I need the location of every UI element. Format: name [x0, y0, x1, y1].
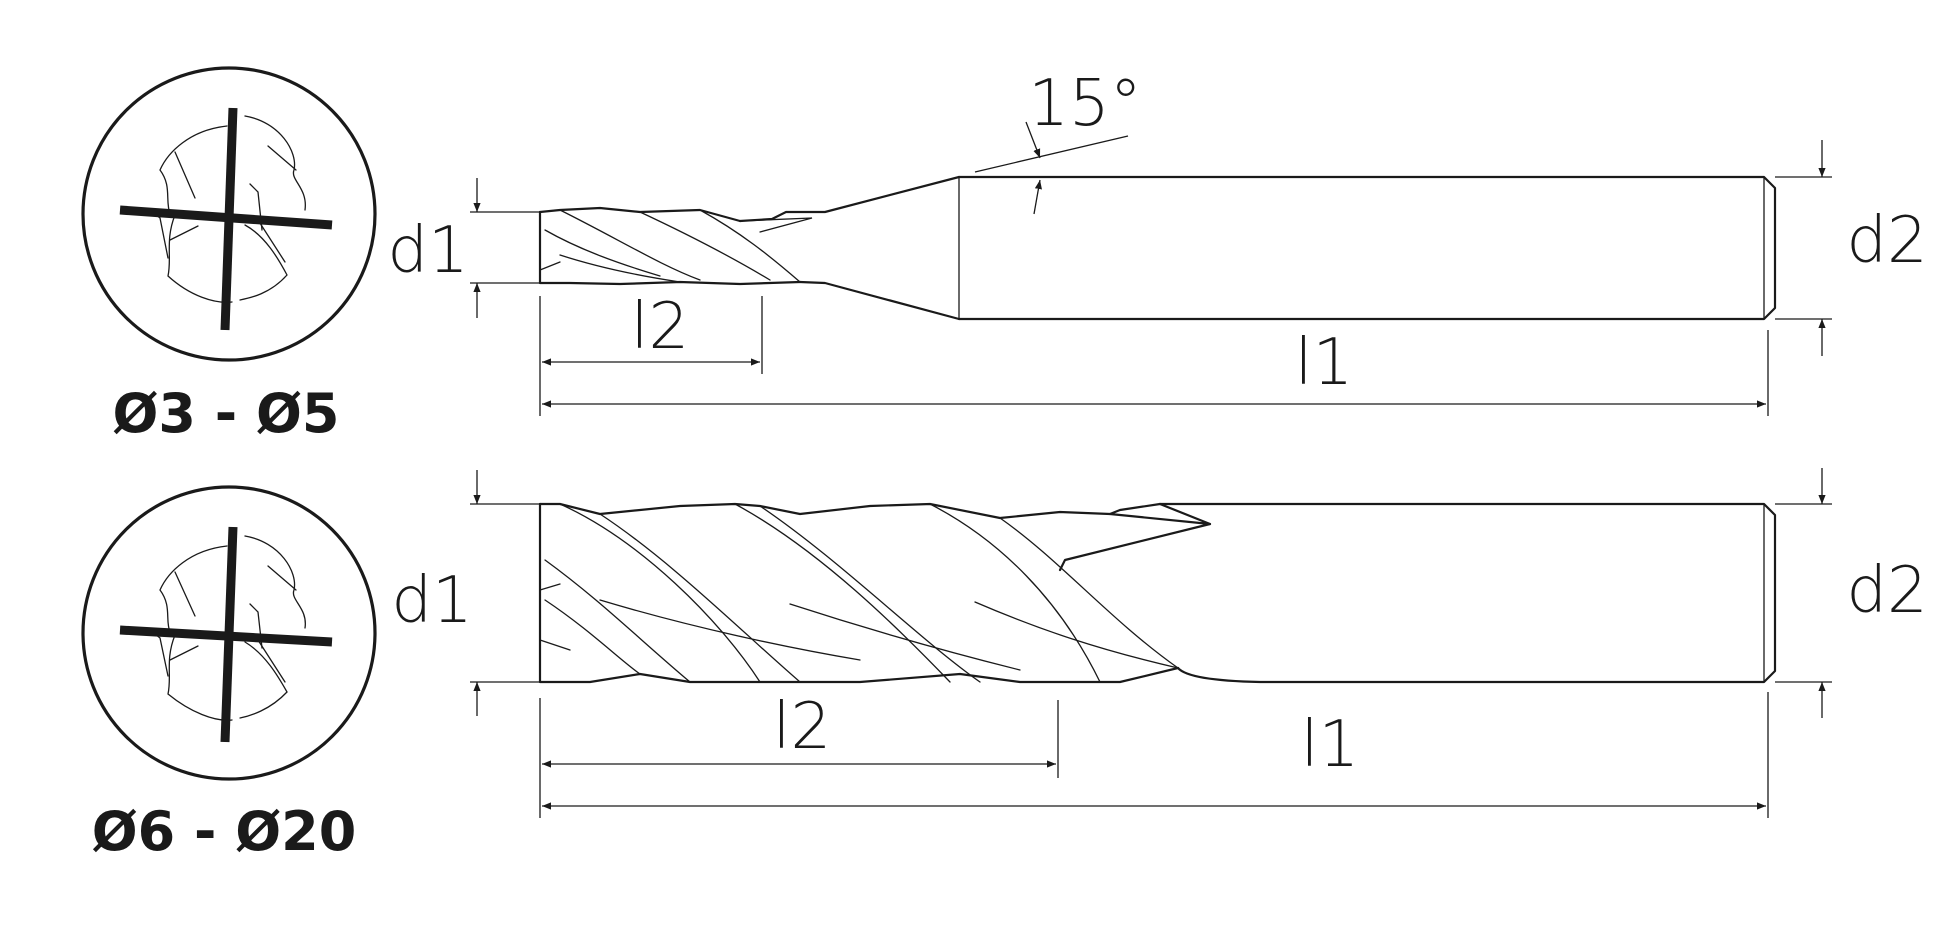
neck-taper-lower [798, 280, 961, 321]
dimension-angle-15 [974, 121, 1129, 215]
shank-outline [1158, 502, 1777, 684]
horizontal-cutting-edge [119, 625, 333, 647]
flute-top-edge [538, 206, 742, 223]
l1-label: l1 [1301, 708, 1360, 782]
d1-label: d1 [387, 214, 468, 288]
dimension-l2-large [539, 698, 1059, 818]
section-circle [81, 66, 377, 362]
d1-label: d1 [391, 564, 472, 638]
shank-outline [957, 175, 1777, 321]
dimension-l1-small [542, 330, 1769, 416]
dimension-l2-small [539, 296, 763, 416]
dimension-d1-large [470, 470, 540, 716]
diameter-range-small: Ø3 - Ø5 [113, 382, 340, 445]
horizontal-cutting-edge [119, 205, 333, 230]
l2-label: l2 [773, 690, 832, 764]
l2-label: l2 [631, 290, 690, 364]
side-view-small [538, 175, 1777, 321]
d2-label: d2 [1846, 554, 1927, 628]
side-view-large [538, 502, 1777, 684]
cross-section-view-large [81, 485, 377, 781]
diameter-range-large: Ø6 - Ø20 [92, 800, 357, 863]
l1-label: l1 [1295, 326, 1354, 400]
dimension-d2-small [1775, 140, 1832, 356]
dimension-d2-large [1775, 468, 1832, 718]
flute-bottom-edge [538, 210, 802, 286]
cross-section-view-small [81, 66, 377, 362]
neck-taper-upper [738, 175, 961, 223]
d2-label: d2 [1846, 204, 1927, 278]
flute-top-edge [538, 502, 1162, 520]
dimension-d1-small [470, 178, 540, 318]
section-circle [81, 485, 377, 781]
angle-label: 15° [1028, 67, 1141, 141]
dimension-l1-large [542, 692, 1769, 818]
